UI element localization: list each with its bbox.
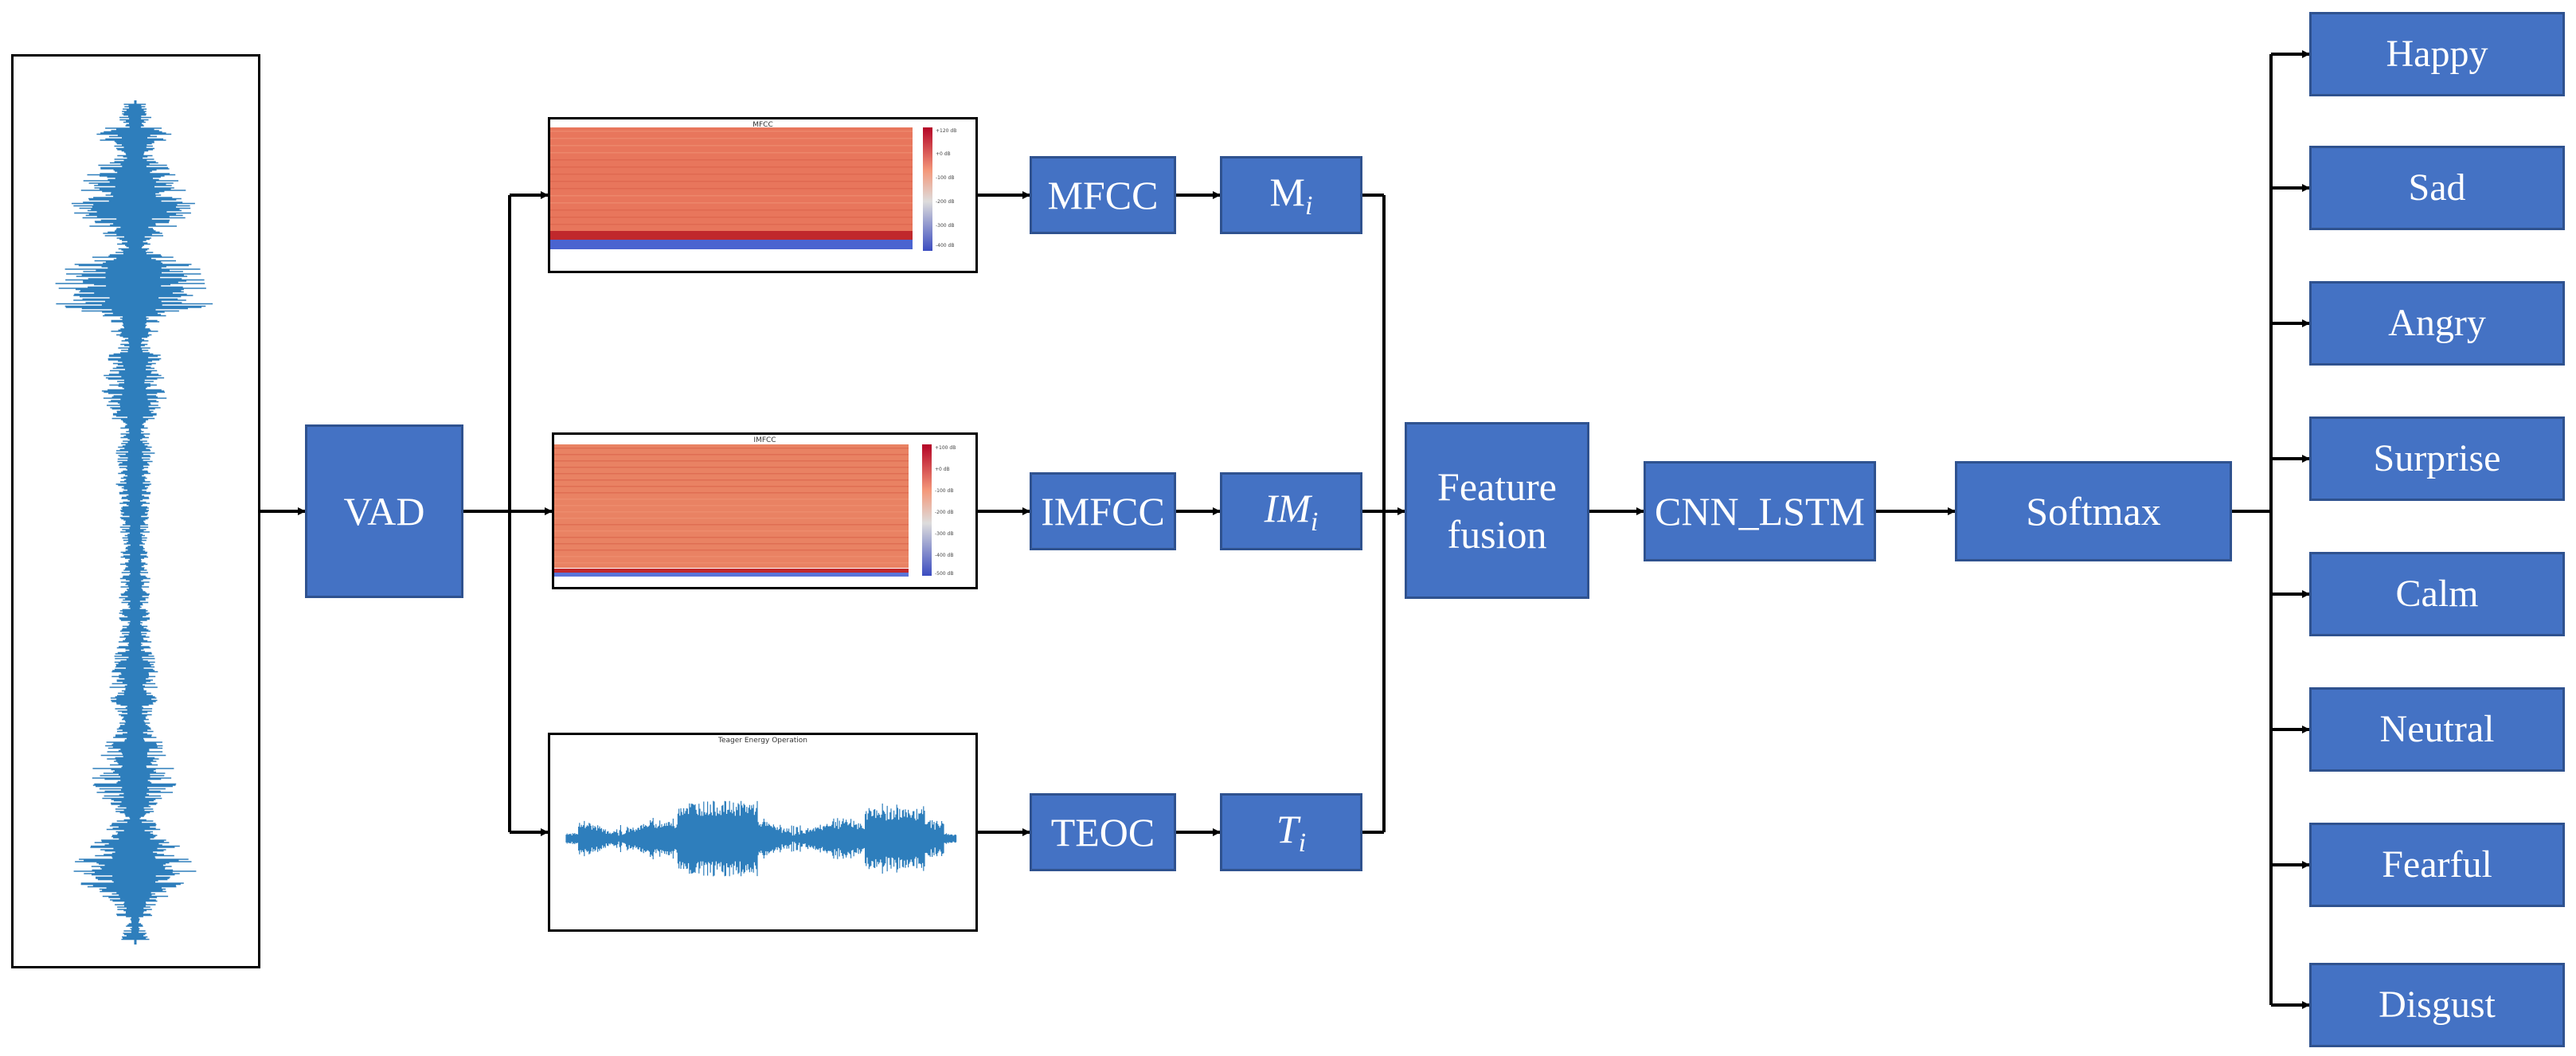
- imfcc-heatmap-title: IMFCC: [753, 436, 776, 444]
- svg-text:+0 dB: +0 dB: [936, 151, 951, 157]
- teoc-feature-label: TEOC: [1050, 810, 1155, 855]
- emotion-label: Fearful: [2382, 843, 2492, 886]
- input-waveform-frame: [11, 54, 260, 968]
- emotion-label: Disgust: [2379, 984, 2496, 1027]
- svg-text:-300 dB: -300 dB: [936, 223, 954, 229]
- feature-fusion-line2: fusion: [1447, 512, 1547, 557]
- svg-text:+0 dB: +0 dB: [935, 467, 950, 472]
- m-vector-box: Mi: [1220, 156, 1362, 234]
- vad-box: VAD: [305, 424, 463, 598]
- input-waveform: [55, 100, 213, 945]
- t-vector-base: T: [1276, 806, 1299, 851]
- svg-text:-400 dB: -400 dB: [936, 243, 954, 248]
- mfcc-heatmap-title: MFCC: [752, 121, 773, 129]
- teo-waveform-title: Teager Energy Operation: [718, 737, 807, 745]
- svg-text:-100 dB: -100 dB: [935, 488, 953, 494]
- svg-text:-200 dB: -200 dB: [936, 199, 954, 205]
- svg-text:-400 dB: -400 dB: [935, 553, 953, 558]
- softmax-box: Softmax: [1955, 461, 2232, 561]
- cnn-lstm-label: CNN_LSTM: [1655, 489, 1865, 534]
- emotion-label: Sad: [2408, 166, 2466, 209]
- mfcc-feature-box: MFCC: [1030, 156, 1176, 234]
- teo-waveform-frame: Teager Energy Operation: [548, 733, 978, 932]
- teoc-feature-box: TEOC: [1030, 793, 1176, 871]
- emotion-label: Angry: [2388, 302, 2486, 345]
- feature-fusion-line1: Feature: [1437, 464, 1557, 509]
- emotion-box-calm: Calm: [2309, 552, 2565, 636]
- mfcc-heatmap: +120 dB +0 dB -100 dB -200 dB -300 dB -400 …: [550, 127, 956, 251]
- imfcc-heatmap-frame: IMFCC +100 dB +0 dB -100 dB -200 dB -300 d…: [552, 432, 978, 589]
- t-vector-box: Ti: [1220, 793, 1362, 871]
- svg-text:-300 dB: -300 dB: [935, 531, 953, 537]
- emotion-box-disgust: Disgust: [2309, 963, 2565, 1047]
- emotion-box-angry: Angry: [2309, 281, 2565, 366]
- teo-waveform: [565, 800, 957, 877]
- emotion-box-surprise: Surprise: [2309, 417, 2565, 501]
- emotion-label: Happy: [2386, 33, 2488, 76]
- m-vector-base: M: [1269, 169, 1305, 214]
- mfcc-heatmap-frame: MFCC +120 dB +0 dB -100 dB -200 dB -300 dB…: [548, 117, 978, 273]
- svg-text:+120 dB: +120 dB: [936, 128, 956, 134]
- im-vector-sub: i: [1310, 506, 1319, 537]
- emotion-box-sad: Sad: [2309, 146, 2565, 230]
- m-vector-sub: i: [1305, 190, 1313, 221]
- waveform-trace: [55, 104, 213, 941]
- im-vector-box: IMi: [1220, 472, 1362, 550]
- emotion-box-fearful: Fearful: [2309, 823, 2565, 907]
- t-vector-sub: i: [1298, 827, 1307, 858]
- emotion-box-happy: Happy: [2309, 12, 2565, 96]
- teo-trace: [565, 800, 957, 877]
- imfcc-heatmap: +100 dB +0 dB -100 dB -200 dB -300 dB -400 …: [554, 444, 956, 577]
- softmax-label: Softmax: [2026, 489, 2161, 534]
- mfcc-feature-label: MFCC: [1047, 173, 1159, 217]
- svg-text:-100 dB: -100 dB: [936, 175, 954, 181]
- feature-fusion-box: Feature fusion: [1405, 422, 1589, 599]
- cnn-lstm-box: CNN_LSTM: [1644, 461, 1876, 561]
- emotion-label: Surprise: [2373, 437, 2501, 480]
- emotion-label: Neutral: [2379, 708, 2495, 751]
- svg-text:+100 dB: +100 dB: [935, 445, 956, 451]
- emotion-label: Calm: [2395, 573, 2479, 616]
- imfcc-feature-label: IMFCC: [1041, 489, 1165, 534]
- imfcc-feature-box: IMFCC: [1030, 472, 1176, 550]
- svg-text:-200 dB: -200 dB: [935, 510, 953, 515]
- vad-label: VAD: [343, 489, 425, 534]
- im-vector-base: IM: [1264, 485, 1311, 530]
- emotion-box-neutral: Neutral: [2309, 687, 2565, 772]
- svg-text:-500 dB: -500 dB: [935, 571, 953, 577]
